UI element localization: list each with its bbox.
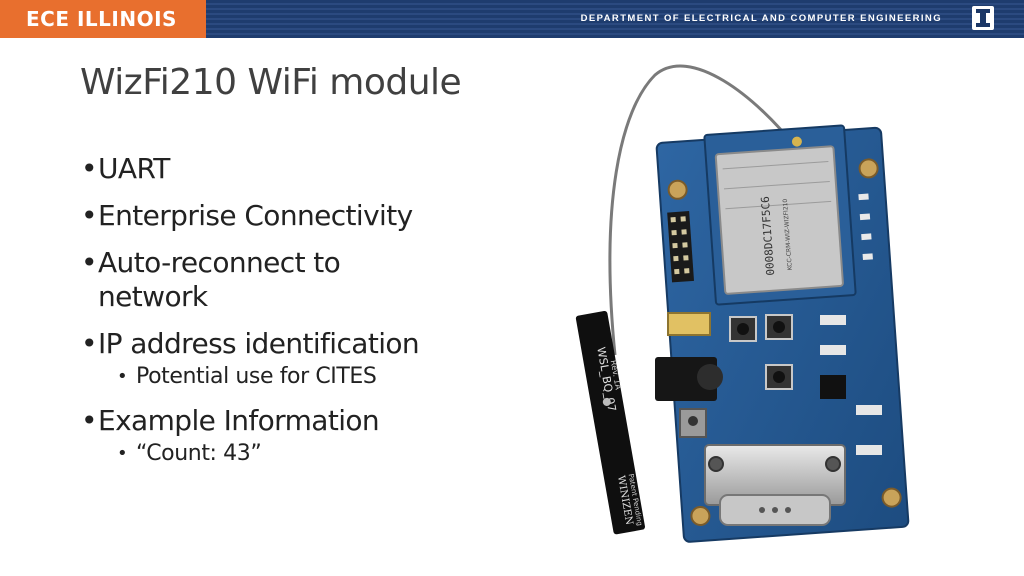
illinois-block-i-logo-icon <box>972 6 994 30</box>
bullet-item: •Auto-reconnect to network <box>81 246 341 313</box>
bullet-item: •IP address identification <box>81 327 420 360</box>
usb-connector <box>667 312 711 336</box>
bullet-list: •UART •Enterprise Connectivity •Auto-rec… <box>80 152 500 468</box>
sub-bullet-item: •“Count: 43” <box>117 441 262 466</box>
bullet-item: •Example Information <box>81 404 380 437</box>
bullet-dot-icon: • <box>81 246 98 279</box>
bullet-item: •UART <box>81 152 170 185</box>
ic-chip <box>820 375 846 399</box>
bullet-dot-icon: • <box>81 327 98 360</box>
wifi-module-photo: 0008DC17F5C6 KCC-CRM-WIZ-WIZFI210 WS <box>575 64 910 543</box>
module-cert: KCC-CRM-WIZ-WIZFI210 <box>782 198 794 270</box>
module-label: 0008DC17F5C6 <box>759 196 778 276</box>
bullet-dot-icon: • <box>81 404 98 437</box>
db9-serial-connector <box>704 444 846 526</box>
wizfi210-module: 0008DC17F5C6 KCC-CRM-WIZ-WIZFI210 <box>703 124 857 306</box>
sub-bullet-item: •Potential use for CITES <box>117 364 377 389</box>
department-name: DEPARTMENT OF ELECTRICAL AND COMPUTER EN… <box>580 13 942 24</box>
antenna-cable <box>608 64 800 356</box>
bullet-dot-icon: • <box>81 152 98 185</box>
push-buttons <box>729 314 793 390</box>
slide-title: WizFi210 WiFi module <box>80 62 462 103</box>
header-bar: ECE ILLINOIS DEPARTMENT OF ELECTRICAL AN… <box>0 0 1024 38</box>
brand-logo-text: ECE ILLINOIS <box>0 0 206 38</box>
bullet-dot-icon: • <box>81 199 98 232</box>
chip-antenna: WSL_BQ_07 Rev. 1A WINIZEN Patent Pending <box>575 311 645 535</box>
bullet-item: •Enterprise Connectivity <box>81 199 413 232</box>
bullet-dot-icon: • <box>117 366 128 387</box>
header-stripes <box>206 0 1024 38</box>
bullet-dot-icon: • <box>117 443 128 464</box>
